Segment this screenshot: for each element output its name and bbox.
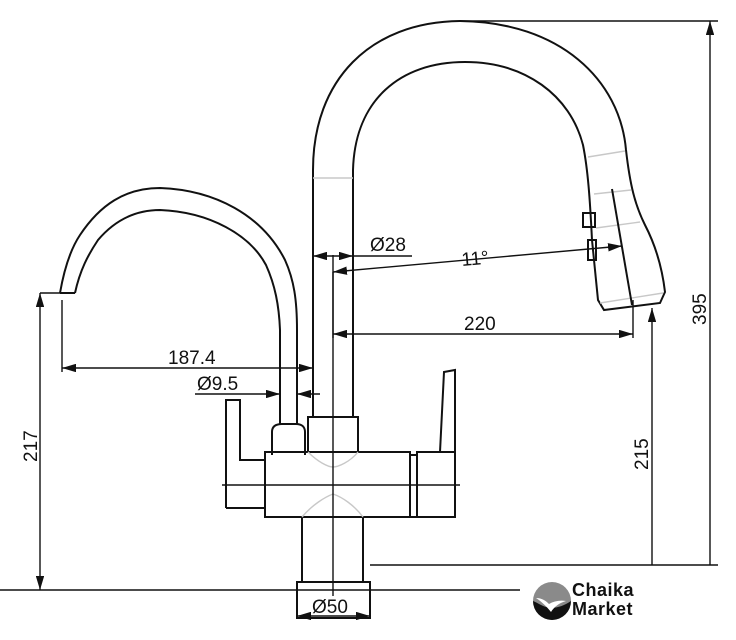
dimension-lines <box>0 20 718 621</box>
seagull-logo-icon <box>533 582 571 620</box>
filter-spout-height-label: 217 <box>21 430 42 462</box>
spout-height-label: 215 <box>632 438 653 470</box>
faucet-body <box>222 255 460 619</box>
base-diameter-label: Ø50 <box>312 597 348 618</box>
brand-logo: Chaika Market <box>572 581 634 619</box>
spout-reach-label: 220 <box>464 314 496 335</box>
filter-spout-diameter-label: Ø9.5 <box>197 374 238 395</box>
spout-angle-label: 11° <box>461 248 490 271</box>
logo-line1: Chaika <box>572 580 635 600</box>
filter-spout-reach-label: 187.4 <box>168 348 216 369</box>
spout-diameter-label: Ø28 <box>370 235 406 256</box>
logo-line2: Market <box>572 599 634 619</box>
filter-spout <box>59 186 306 455</box>
main-spout <box>312 19 667 417</box>
total-height-label: 395 <box>690 293 711 325</box>
